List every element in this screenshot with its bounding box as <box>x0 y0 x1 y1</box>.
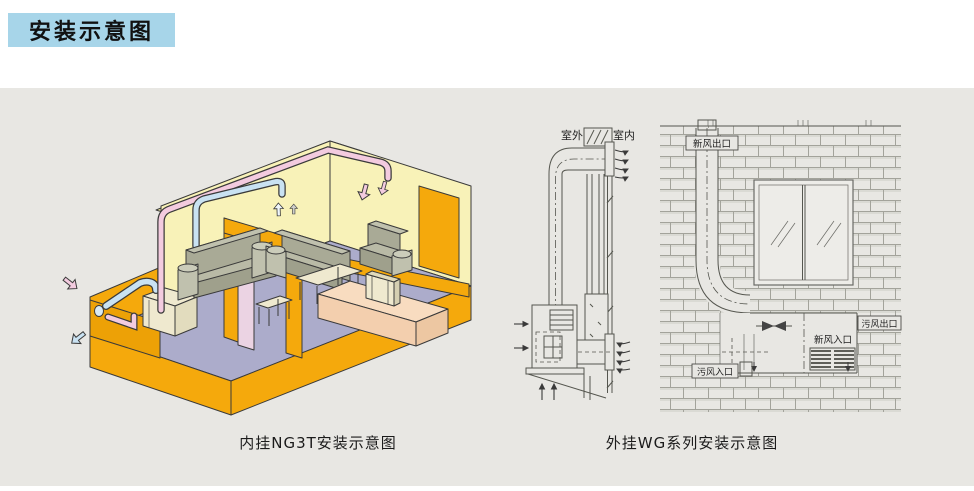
caption-right-text: 外挂WG系列安装示意图 <box>605 434 779 452</box>
labels: 室外 室内 <box>561 128 635 142</box>
armchair <box>359 220 413 277</box>
tv-monitor <box>365 270 401 307</box>
foul-air-outlet-box <box>857 315 902 331</box>
wall-vent <box>94 305 104 317</box>
foul-air-outlet-label: 污风出口 <box>861 318 897 330</box>
caption-left-text: 内挂NG3T安装示意图 <box>239 434 397 452</box>
wall-view-labels: 新风出口 污风出口 新风入口 污风入口 <box>685 135 902 379</box>
wall-riser-duct <box>584 174 609 341</box>
coffee-table <box>295 263 363 304</box>
louver-grille <box>809 347 856 371</box>
foul-air-inlet-label: 污风入口 <box>697 366 733 378</box>
unit-inflow-arrows <box>514 320 558 400</box>
fresh-air-inlet-label: 新风入口 <box>814 334 852 346</box>
caption-right: 外挂WG系列安装示意图 <box>572 432 812 454</box>
window <box>753 179 854 286</box>
fresh-air-outlet-box <box>685 135 739 151</box>
top-outflow-arrows <box>614 149 629 182</box>
fan-icon <box>756 321 792 331</box>
supply-duct-low <box>104 312 138 331</box>
door-panel <box>418 185 460 279</box>
return-duct-ceiling <box>192 177 286 250</box>
side-section-view: 室外 室内 <box>514 127 635 400</box>
exhaust-duct-low <box>102 277 160 310</box>
fresh-air-channel <box>694 119 751 317</box>
caption-left: 内挂NG3T安装示意图 <box>198 432 438 454</box>
supply-duct-ceiling <box>157 146 392 314</box>
stool <box>255 295 293 326</box>
foul-air-inlet-box <box>691 363 739 379</box>
page-title: 安装示意图 <box>8 13 175 47</box>
outdoor-label: 室外 <box>561 128 583 142</box>
fresh-air-outlet-label: 新风出口 <box>693 138 731 150</box>
lower-return-duct <box>536 333 615 371</box>
bottom-inflow-arrows <box>616 341 631 374</box>
page-title-text: 安装示意图 <box>28 20 154 45</box>
wall-elevation-view: 新风出口 污风出口 新风入口 污风入口 <box>660 119 902 412</box>
outflow-arrow-blue <box>67 328 89 349</box>
top-supply-duct <box>548 141 615 312</box>
outdoor-unit <box>525 304 607 400</box>
front-left-fascia <box>89 332 232 416</box>
room-isometric-illustration <box>60 140 472 416</box>
inflow-arrow-pink <box>60 273 82 294</box>
unit-recess <box>719 312 858 374</box>
indoor-label: 室内 <box>613 128 635 142</box>
foul-air-inlet-port <box>739 361 753 377</box>
